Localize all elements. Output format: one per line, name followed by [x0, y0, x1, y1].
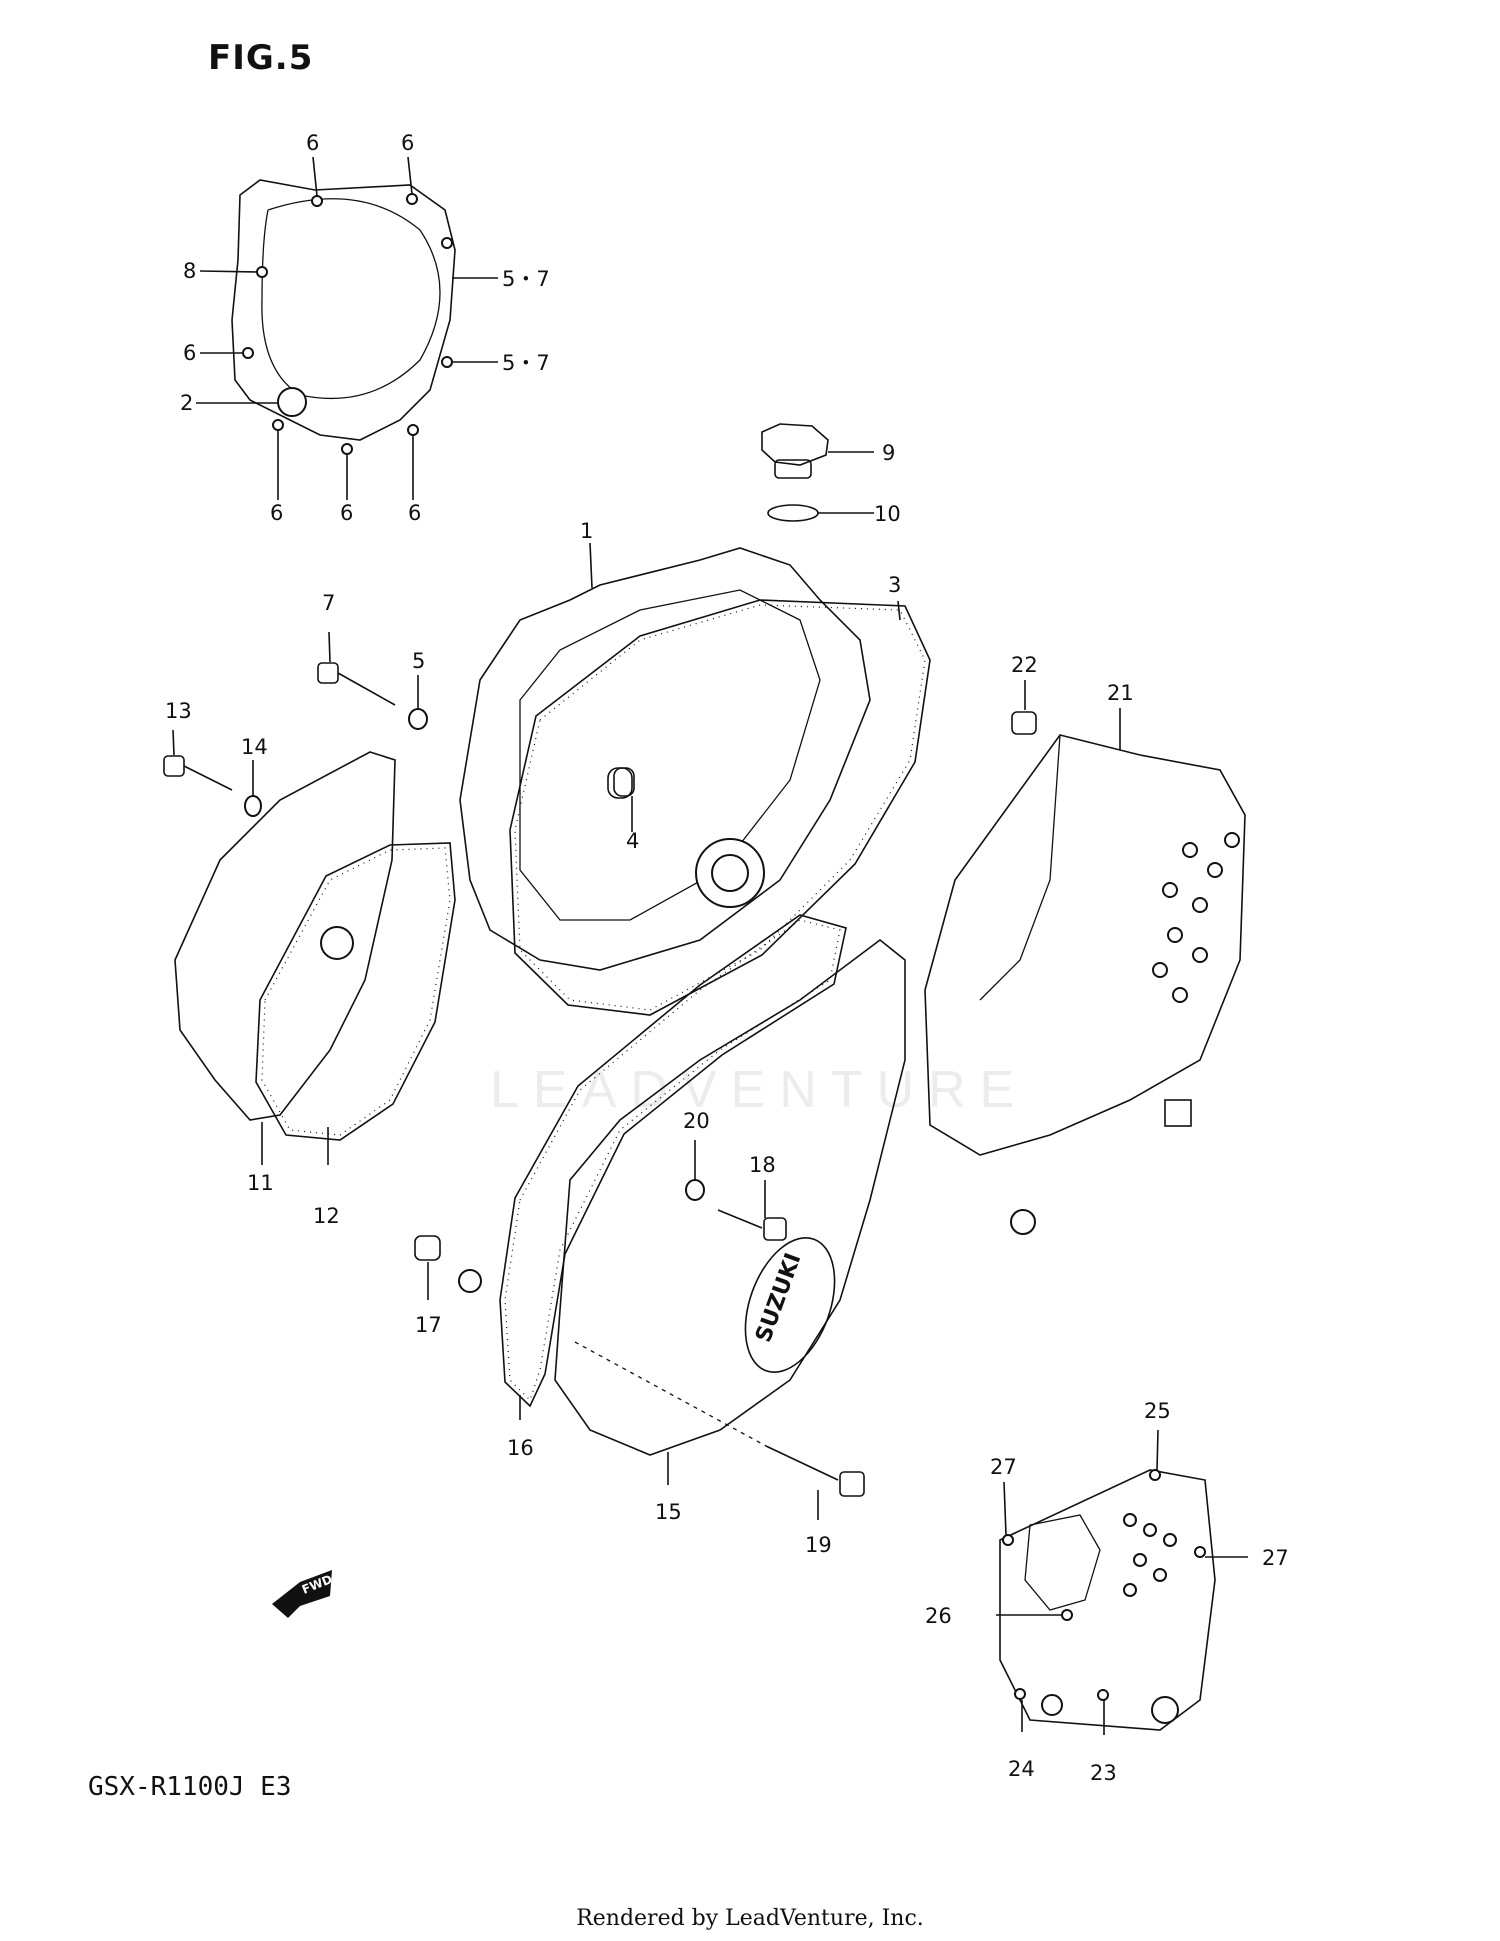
suzuki-emblem: SUZUKI: [751, 1250, 806, 1346]
callout-7: 7: [322, 591, 335, 615]
callout-20: 20: [683, 1109, 710, 1133]
callout-17: 17: [415, 1313, 442, 1337]
callout-12: 12: [313, 1204, 340, 1228]
generator-cover: [174, 751, 396, 1121]
callout-5-7: 5・7: [502, 351, 550, 375]
callout-22: 22: [1011, 653, 1038, 677]
callout-6: 6: [340, 501, 353, 525]
callout-3: 3: [888, 573, 901, 597]
footer-credit: Rendered by LeadVenture, Inc.: [576, 1906, 924, 1931]
magneto-cover-gasket: [458, 914, 847, 1408]
callout-6: 6: [401, 131, 414, 155]
bolt-13: [163, 755, 233, 791]
callout-5-7: 5・7: [502, 267, 550, 291]
washer-20: [685, 1179, 705, 1201]
dowel-pin-17: [414, 1235, 441, 1261]
callout-6: 6: [270, 501, 283, 525]
washer-5: [408, 708, 428, 730]
callout-10: 10: [874, 502, 901, 526]
clutch-cover: [459, 547, 871, 971]
small-cover-plate: [999, 1469, 1216, 1731]
callout-21: 21: [1107, 681, 1134, 705]
model-code-label: GSX-R1100J E3: [88, 1772, 292, 1802]
bolt-7: [317, 662, 396, 706]
callout-9: 9: [882, 441, 895, 465]
callout-13: 13: [165, 699, 192, 723]
o-ring: [767, 504, 819, 522]
leader-lines: [172, 156, 1248, 1735]
callout-15: 15: [655, 1500, 682, 1524]
callout-14: 14: [241, 735, 268, 759]
callout-6: 6: [306, 131, 319, 155]
callout-11: 11: [247, 1171, 274, 1195]
callout-4: 4: [626, 829, 639, 853]
callout-16: 16: [507, 1436, 534, 1460]
callout-24: 24: [1008, 1757, 1035, 1781]
dowel-pin-4: [613, 767, 635, 797]
callout-6: 6: [408, 501, 421, 525]
oil-filler-cap: [761, 423, 829, 479]
callout-6: 6: [183, 341, 196, 365]
callout-25: 25: [1144, 1399, 1171, 1423]
part-callouts: 6 6 8 5・7 6 5・7 2 6 6 6 9 10 1 3 7 5 13 …: [165, 131, 1289, 1785]
callout-5: 5: [412, 649, 425, 673]
callout-18: 18: [749, 1153, 776, 1177]
forward-direction-arrow: FWD: [272, 1570, 334, 1618]
bolt-19: [574, 1341, 865, 1497]
callout-23: 23: [1090, 1761, 1117, 1785]
callout-27: 27: [1262, 1546, 1289, 1570]
generator-gasket: [255, 842, 456, 1141]
watermark: LEADVENTURE: [490, 1061, 1029, 1119]
callout-27: 27: [990, 1455, 1017, 1479]
bolt-18: [717, 1209, 787, 1241]
callout-1: 1: [580, 519, 593, 543]
clutch-cover-gasket: [231, 179, 456, 455]
callout-2: 2: [180, 391, 193, 415]
callout-26: 26: [925, 1604, 952, 1628]
clutch-cover-gasket-large: [509, 599, 931, 1016]
washer-14: [244, 795, 262, 817]
magneto-cover: SUZUKI: [554, 938, 906, 1456]
dowel-pin-22: [1011, 711, 1037, 735]
cover-housing: [924, 734, 1246, 1235]
figure-title: FIG.5: [208, 38, 314, 78]
callout-8: 8: [183, 259, 196, 283]
callout-19: 19: [805, 1533, 832, 1557]
